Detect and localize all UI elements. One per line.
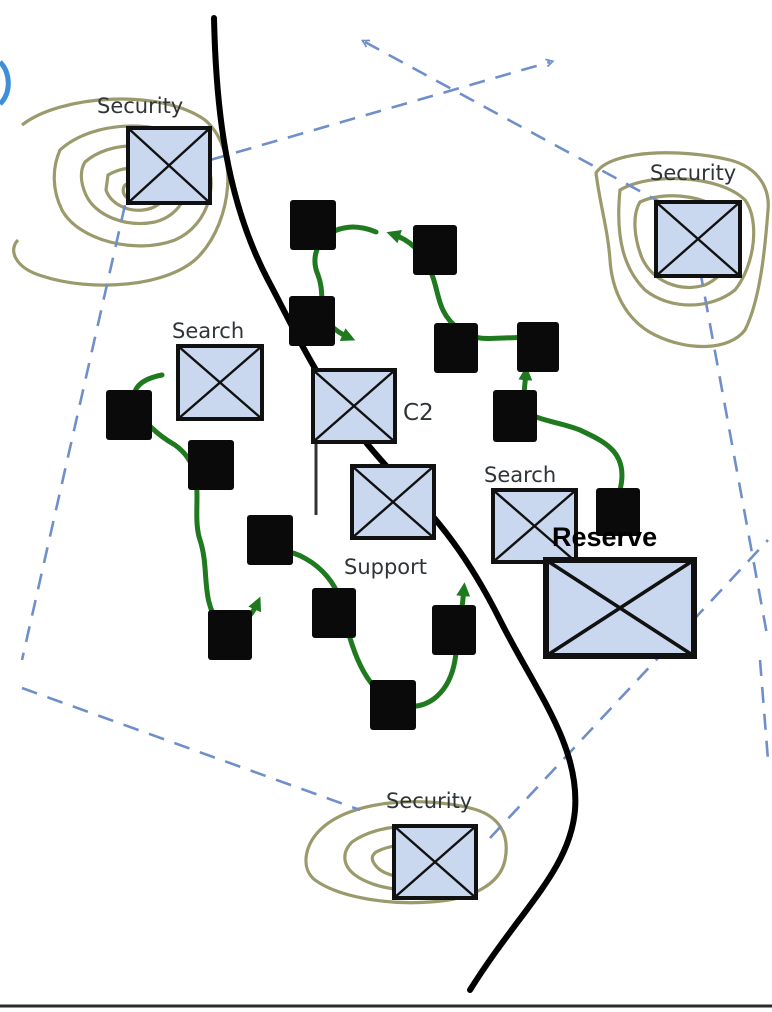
- position-marker: [517, 322, 559, 372]
- label-security-ne: Security: [650, 161, 736, 185]
- unit-labels: Security Security Search C2 Search Suppo…: [97, 94, 736, 813]
- label-support: Support: [344, 555, 427, 579]
- position-marker: [312, 588, 356, 638]
- unit-security-s: [392, 824, 478, 900]
- unit-cross-line: [351, 465, 435, 539]
- label-search-w: Search: [172, 319, 244, 343]
- sector-boundaries: [20, 42, 770, 839]
- position-marker: [370, 680, 416, 730]
- unit-cross-line: [127, 127, 211, 204]
- unit-reserve: [543, 557, 697, 659]
- position-marker: [188, 440, 234, 490]
- unit-security-ne: [654, 200, 742, 278]
- unit-support: [350, 464, 436, 540]
- position-marker: [434, 323, 478, 373]
- unit-c2: [311, 368, 397, 444]
- position-markers: [106, 200, 640, 730]
- unit-cross-line: [492, 489, 577, 563]
- label-search-e: Search: [484, 463, 556, 487]
- unit-search-w: [176, 344, 264, 421]
- label-reserve: Reserve: [552, 522, 657, 552]
- road: [211, 15, 579, 993]
- unit-symbols: [126, 126, 742, 900]
- position-marker: [208, 610, 252, 660]
- unit-cross-line: [177, 345, 263, 420]
- unit-search-e: [491, 488, 578, 564]
- edge-fragment: [0, 60, 11, 106]
- position-marker: [247, 515, 293, 565]
- position-marker: [290, 200, 336, 250]
- position-marker: [596, 488, 640, 536]
- position-marker: [493, 390, 537, 442]
- position-marker: [413, 225, 457, 275]
- label-c2: C2: [403, 400, 434, 426]
- unit-cross-line: [393, 825, 477, 899]
- label-security-nw: Security: [97, 94, 183, 118]
- unit-cross-line: [545, 558, 695, 658]
- position-marker: [106, 390, 152, 440]
- label-security-s: Security: [386, 789, 472, 813]
- position-marker: [432, 605, 476, 655]
- unit-security-nw: [126, 126, 212, 205]
- unit-cross-line: [312, 369, 396, 443]
- unit-cross-line: [655, 201, 741, 277]
- position-marker: [289, 296, 335, 346]
